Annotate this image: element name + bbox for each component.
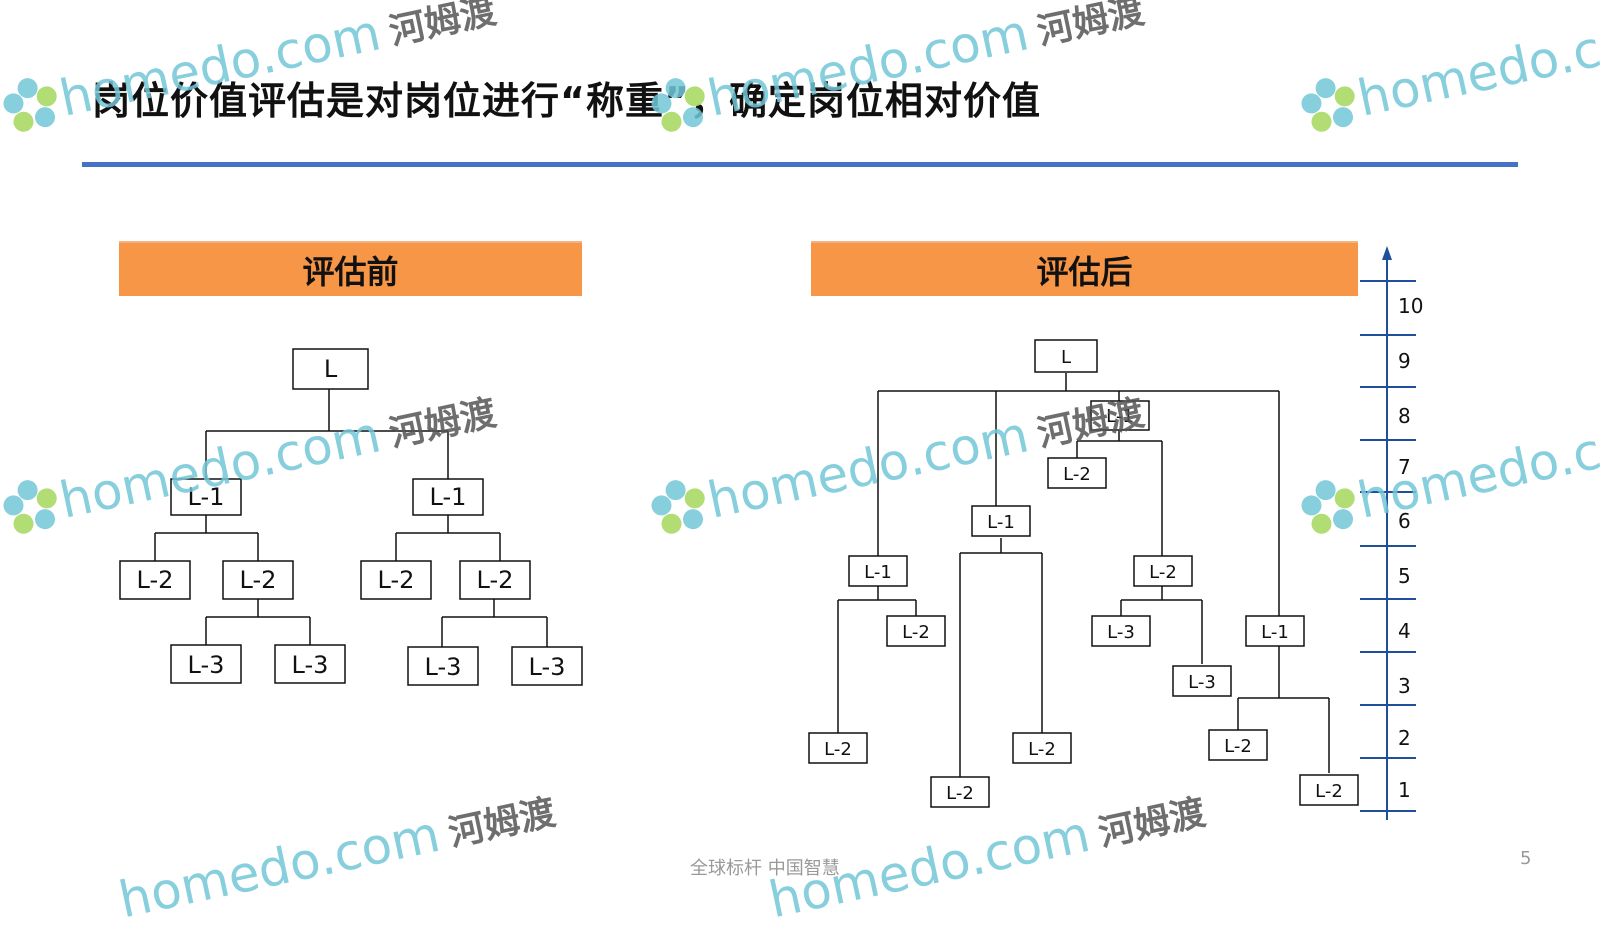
after-node-l3-b: L-3 [1172, 665, 1232, 697]
before-node-l3-b: L-3 [274, 644, 346, 684]
after-node-l3-a: L-3 [1091, 615, 1151, 647]
svg-text:L-2: L-2 [946, 783, 974, 804]
scale-label-1: 1 [1398, 778, 1411, 802]
after-tree-lines [837, 373, 1330, 777]
svg-text:L-1: L-1 [430, 483, 467, 511]
svg-text:L-3: L-3 [425, 653, 462, 681]
scale-label-9: 9 [1398, 349, 1411, 373]
svg-text:L-3: L-3 [1107, 622, 1135, 643]
scale-label-8: 8 [1398, 404, 1411, 428]
before-node-l3-c: L-3 [407, 646, 479, 686]
scale-label-10: 10 [1398, 294, 1423, 318]
after-node-root: L [1034, 339, 1098, 373]
after-node-l2-right-a: L-2 [1208, 729, 1268, 761]
org-chart-nodes: L L-1 L-1 L-2 L-2 L-2 L-2 L-3 L-3 L-3 L-… [119, 294, 1423, 808]
svg-text:L-3: L-3 [529, 653, 566, 681]
after-node-l2-left-child: L-2 [886, 615, 946, 647]
svg-text:L-2: L-2 [1315, 781, 1343, 802]
after-node-l2-mid-right: L-2 [1133, 555, 1193, 587]
svg-text:L: L [324, 355, 338, 383]
before-node-l2-c: L-2 [360, 560, 432, 600]
svg-text:L-3: L-3 [292, 651, 329, 679]
svg-text:L: L [1061, 347, 1071, 368]
before-node-l2-d: L-2 [459, 560, 531, 600]
svg-text:L-1: L-1 [987, 512, 1015, 533]
footer-slogan: 全球标杆 中国智慧 [690, 858, 840, 879]
level-scale-axis [1360, 246, 1416, 820]
slide-title: 岗位价值评估是对岗位进行“称重”，确定岗位相对价值 [92, 79, 1041, 123]
before-node-l3-d: L-3 [511, 646, 583, 686]
before-node-l1-right: L-1 [412, 478, 484, 516]
svg-text:L-2: L-2 [378, 566, 415, 594]
after-node-l2-center-bottom: L-2 [930, 776, 990, 808]
svg-text:L-2: L-2 [477, 566, 514, 594]
before-tree-lines [154, 389, 548, 647]
scale-label-7: 7 [1398, 455, 1411, 479]
svg-text:L-1: L-1 [188, 483, 225, 511]
scale-label-3: 3 [1398, 674, 1411, 698]
svg-text:L-2: L-2 [240, 566, 277, 594]
before-node-l1-left: L-1 [170, 478, 242, 516]
after-node-l2-top: L-2 [1047, 457, 1107, 489]
before-evaluation-banner: 评估前 [119, 241, 582, 296]
before-node-l3-a: L-3 [170, 644, 242, 684]
svg-text:L-1: L-1 [864, 562, 892, 583]
after-evaluation-banner: 评估后 [811, 241, 1358, 296]
scale-labels: 10 9 8 7 6 5 4 3 2 1 [1398, 294, 1423, 802]
svg-text:L-2: L-2 [902, 622, 930, 643]
before-node-l2-b: L-2 [222, 560, 294, 600]
svg-text:L-3: L-3 [1188, 672, 1216, 693]
before-node-root: L [292, 348, 369, 390]
after-node-l1-center: L-1 [971, 505, 1031, 537]
scale-label-4: 4 [1398, 619, 1411, 643]
title-underline [82, 162, 1518, 167]
before-node-l2-a: L-2 [119, 560, 191, 600]
svg-text:L-2: L-2 [1028, 739, 1056, 760]
svg-text:L-1: L-1 [1106, 406, 1134, 427]
page-number: 5 [1520, 848, 1532, 869]
svg-text:L-2: L-2 [1063, 464, 1091, 485]
svg-text:L-1: L-1 [1261, 622, 1289, 643]
after-node-l2-far-left: L-2 [808, 732, 868, 764]
svg-text:L-2: L-2 [1149, 562, 1177, 583]
svg-text:L-3: L-3 [188, 651, 225, 679]
after-node-l2-center-right: L-2 [1012, 732, 1072, 764]
after-node-l2-right-b: L-2 [1299, 774, 1359, 806]
org-chart-connectors [154, 246, 1416, 820]
after-node-l1-right: L-1 [1245, 615, 1305, 647]
scale-label-2: 2 [1398, 726, 1411, 750]
scale-label-6: 6 [1398, 509, 1411, 533]
scale-label-5: 5 [1398, 564, 1411, 588]
svg-text:L-2: L-2 [1224, 736, 1252, 757]
svg-text:L-2: L-2 [137, 566, 174, 594]
after-node-l1-left: L-1 [848, 555, 908, 587]
after-node-l1-top: L-1 [1090, 400, 1150, 431]
svg-text:L-2: L-2 [824, 739, 852, 760]
